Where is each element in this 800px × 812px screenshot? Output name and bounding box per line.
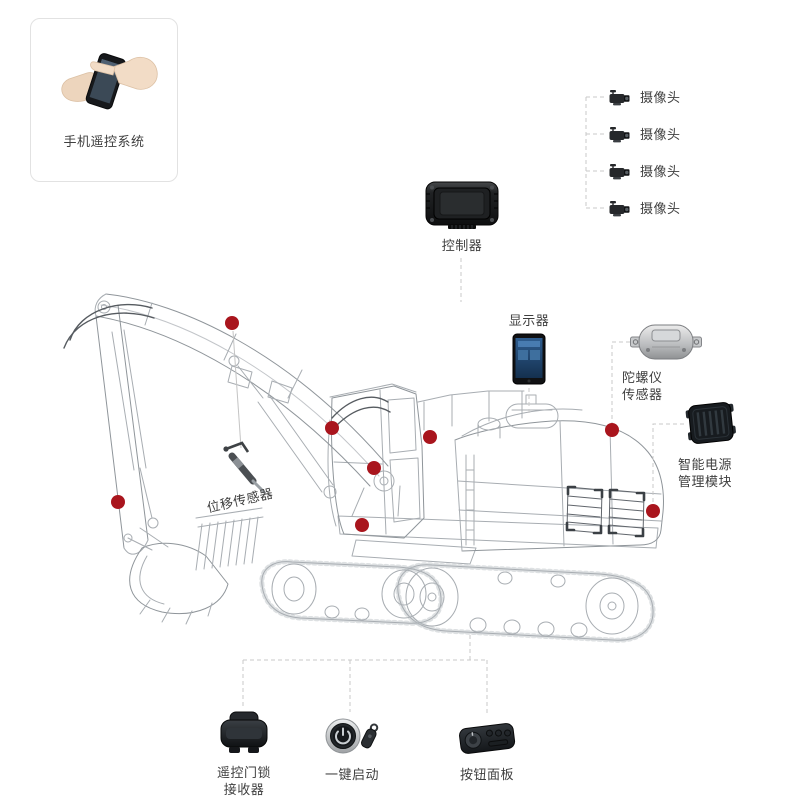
gyroscope-label: 陀螺仪 传感器 [622,370,663,402]
door-lock-receiver-component: 遥控门锁 接收器 [214,710,274,798]
phone-system-label: 手机遥控系统 [63,134,145,149]
displacement-sensor-icon [223,441,266,494]
camera-item: 摄像头 [608,86,681,108]
camera-icon [609,127,630,143]
button-panel-label: 按钮面板 [459,767,514,782]
camera-label: 摄像头 [640,126,681,142]
display-component: 显示器 [498,312,560,385]
hotspot-dots [111,316,660,532]
camera-label: 摄像头 [640,200,681,216]
hotspot-dot [111,495,125,509]
one-key-start-component: 一键启动 [320,714,384,783]
camera-icon [609,164,630,180]
button-panel-icon [459,723,516,754]
camera-label: 摄像头 [640,163,681,179]
phone-hands-illustration [61,53,158,110]
camera-label: 摄像头 [640,89,681,105]
door-lock-receiver-icon [220,711,268,753]
hotspot-dot [423,430,437,444]
controller-component: 控制器 [422,180,502,254]
hotspot-dot [355,518,369,532]
hotspot-dot [605,423,619,437]
camera-item: 摄像头 [608,123,681,145]
power-module-icon [685,402,736,444]
hotspot-dot [325,421,339,435]
hotspot-dot [225,316,239,330]
camera-icon [609,90,630,106]
camera-item: 摄像头 [608,197,681,219]
power-module-component: 智能电源 管理模块 [676,400,756,490]
power-module-label: 智能电源 管理模块 [678,457,733,489]
hotspot-dot [367,461,381,475]
hotspot-dot [646,504,660,518]
display-icon [512,333,546,385]
controller-icon [425,181,499,229]
gyroscope-sensor-icon [630,324,702,360]
key-fob-icon [360,723,379,749]
phone-remote-panel: 手机遥控系统 [30,18,178,182]
button-panel-component: 按钮面板 [454,718,520,783]
gyroscope-component: 陀螺仪 传感器 [616,321,706,403]
start-button-icon [325,718,379,754]
camera-icon [609,201,630,217]
controller-label: 控制器 [441,238,483,253]
door-lock-receiver-label: 遥控门锁 接收器 [216,765,271,797]
camera-item: 摄像头 [608,160,681,182]
display-label: 显示器 [508,313,550,328]
one-key-start-label: 一键启动 [324,767,379,782]
